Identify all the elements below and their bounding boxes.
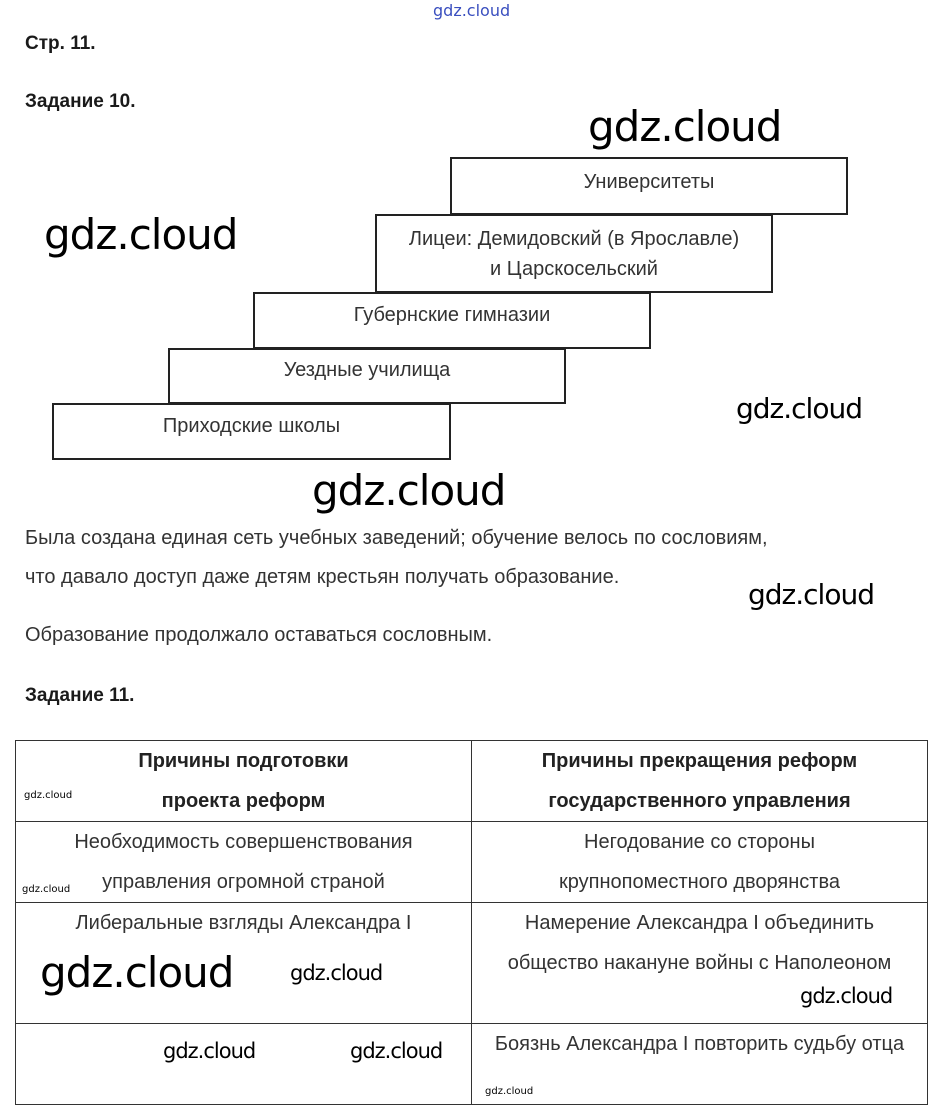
table-cell: Боязнь Александра I повторить судьбу отц… — [471, 1023, 928, 1105]
watermark: gdz.cloud — [22, 884, 71, 895]
table-cell: Необходимость совершенствования управлен… — [15, 821, 472, 903]
watermark: gdz.cloud — [40, 948, 234, 997]
table-row: Необходимость совершенствования управлен… — [15, 821, 928, 903]
table-row: Либеральные взгляды Александра I Намерен… — [15, 902, 928, 1024]
watermark: gdz.cloud — [748, 578, 875, 611]
paragraph2: Образование продолжало оставаться сослов… — [25, 624, 493, 646]
step-parish-schools: Приходские школы — [52, 403, 451, 460]
table-cell: Намерение Александра I объединить общест… — [471, 902, 928, 1024]
watermark: gdz.cloud — [44, 210, 238, 259]
paragraph1-line2: что давало доступ даже детям крестьян по… — [25, 566, 620, 588]
task10-title: Задание 10. — [25, 91, 136, 112]
table-cell — [15, 1023, 472, 1105]
watermark: gdz.cloud — [350, 1039, 443, 1063]
header-causes-termination: Причины прекращения реформ государственн… — [471, 740, 928, 822]
step-lyceums: Лицеи: Демидовский (в Ярославле) и Царск… — [375, 214, 773, 293]
watermark: gdz.cloud — [24, 790, 73, 801]
watermark-top: gdz.cloud — [433, 1, 511, 20]
table-row: Боязнь Александра I повторить судьбу отц… — [15, 1023, 928, 1105]
paragraph1-line1: Была создана единая сеть учебных заведен… — [25, 527, 768, 549]
step-gymnasia: Губернские гимназии — [253, 292, 651, 349]
watermark: gdz.cloud — [485, 1086, 534, 1097]
watermark: gdz.cloud — [163, 1039, 256, 1063]
task11-title: Задание 11. — [25, 685, 135, 706]
header-causes-preparation: Причины подготовки проекта реформ — [15, 740, 472, 822]
step-uezd-schools: Уездные училища — [168, 348, 566, 404]
step-universities: Университеты — [450, 157, 848, 215]
page-label: Стр. 11. — [25, 33, 96, 54]
table-cell: Негодование со стороны крупнопоместного … — [471, 821, 928, 903]
watermark: gdz.cloud — [588, 102, 782, 151]
watermark: gdz.cloud — [290, 961, 383, 985]
watermark: gdz.cloud — [800, 984, 893, 1008]
table-cell: Либеральные взгляды Александра I — [15, 902, 472, 1024]
reforms-table: Причины подготовки проекта реформ Причин… — [15, 740, 928, 1105]
watermark: gdz.cloud — [736, 392, 863, 425]
watermark: gdz.cloud — [312, 466, 506, 515]
